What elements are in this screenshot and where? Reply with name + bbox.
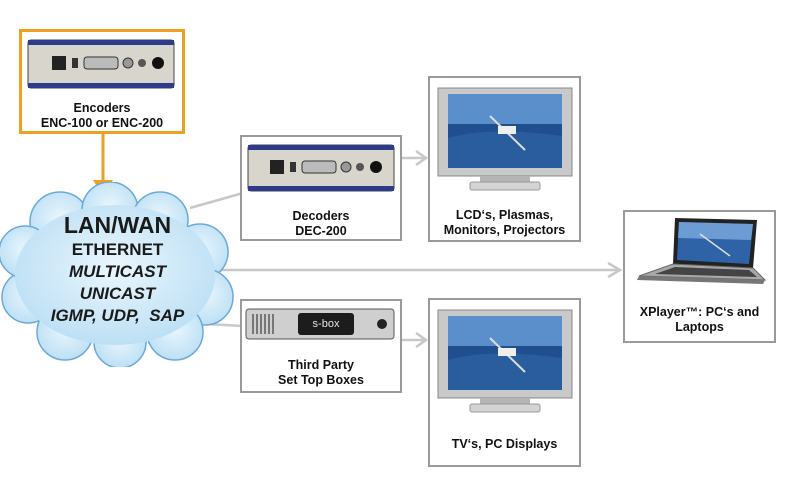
lcd-label-line1: LCD‘s, Plasmas, bbox=[455, 208, 554, 222]
xplayer-label-line1: XPlayer™: PC‘s and bbox=[639, 305, 760, 319]
settop-label-line1: Third Party bbox=[288, 358, 354, 372]
settop-display-text: s-box bbox=[312, 318, 340, 330]
encoder-box: Encoders ENC-100 or ENC-200 bbox=[19, 29, 185, 134]
cloud-line-ethernet: ETHERNET bbox=[71, 240, 164, 259]
tv-label-line1: TV‘s, PC Displays bbox=[451, 437, 558, 451]
cloud-line-multicast: MULTICAST bbox=[69, 262, 166, 281]
lcd-label-line2: Monitors, Projectors bbox=[443, 223, 566, 237]
settop-label-line2: Set Top Boxes bbox=[278, 373, 364, 387]
settop-to-tv-arrowhead bbox=[415, 331, 429, 349]
cloud-line-protocols: IGMP, UDP, SAP bbox=[50, 306, 185, 325]
tv-monitor-image bbox=[437, 309, 573, 413]
laptop-image bbox=[637, 218, 767, 284]
decoder-box: Decoders DEC-200 bbox=[240, 135, 402, 241]
encoder-device-image bbox=[27, 39, 175, 89]
cloud-shape bbox=[0, 182, 234, 367]
encoder-label-line2: ENC-100 or ENC-200 bbox=[40, 116, 164, 130]
network-cloud: LAN/WAN ETHERNET MULTICAST UNICAST IGMP,… bbox=[0, 182, 235, 367]
decoder-to-lcd-arrowhead bbox=[415, 149, 429, 167]
cloud-line-unicast: UNICAST bbox=[79, 284, 156, 303]
cloud-title: LAN/WAN bbox=[63, 212, 172, 238]
lcd-monitor-image bbox=[437, 87, 573, 191]
settop-box: s-box Third Party Set Top Boxes bbox=[240, 299, 402, 393]
encoder-label-line1: Encoders bbox=[73, 101, 131, 115]
decoder-label-line1: Decoders bbox=[292, 209, 350, 223]
settop-device-image bbox=[245, 308, 395, 340]
cloud-to-decoder-line bbox=[189, 191, 244, 210]
decoder-label-line2: DEC-200 bbox=[295, 224, 347, 238]
decoder-device-image bbox=[247, 144, 395, 192]
cloud-to-xplayer-arrowhead bbox=[607, 261, 623, 279]
tv-box: TV‘s, PC Displays bbox=[428, 298, 581, 467]
xplayer-label-line2: Laptops bbox=[675, 320, 724, 334]
xplayer-box: XPlayer™: PC‘s and Laptops bbox=[623, 210, 776, 343]
lcd-box: LCD‘s, Plasmas, Monitors, Projectors bbox=[428, 76, 581, 242]
